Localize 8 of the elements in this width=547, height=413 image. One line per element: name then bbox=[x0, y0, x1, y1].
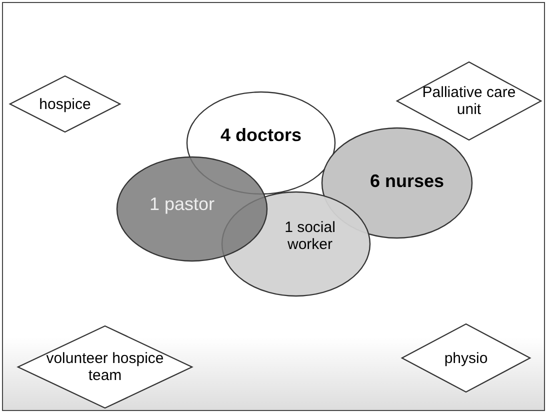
place-label: physio bbox=[444, 350, 488, 366]
place-label: volunteer hospice team bbox=[45, 350, 165, 384]
team-label: 4 doctors bbox=[220, 124, 302, 146]
team-label: 6 nurses bbox=[370, 170, 444, 192]
team-label: 1 pastor bbox=[149, 194, 215, 214]
place-label: Palliative care unit bbox=[421, 84, 517, 118]
place-label: hospice bbox=[39, 96, 91, 112]
team-label: 1 social worker bbox=[284, 219, 336, 253]
